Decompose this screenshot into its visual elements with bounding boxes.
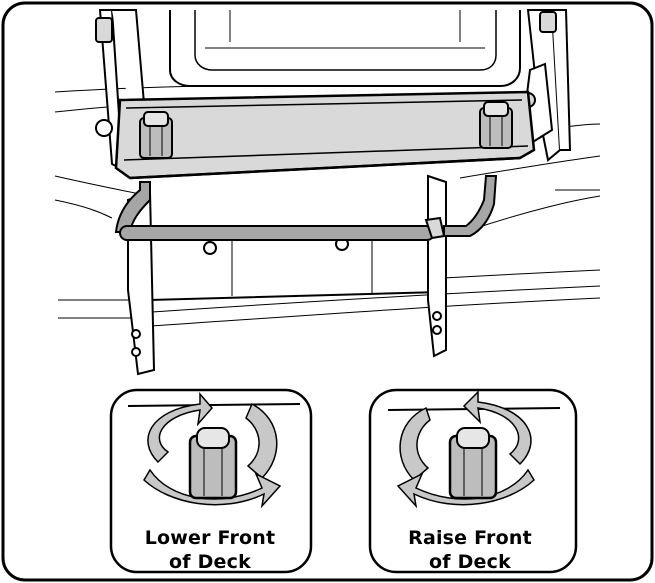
inset-raise bbox=[368, 388, 578, 574]
caption-raise-line1: Raise Front bbox=[408, 527, 532, 549]
deck-bracket bbox=[114, 90, 536, 180]
seat-housing bbox=[169, 10, 521, 87]
inset-lower bbox=[109, 388, 313, 574]
right-post bbox=[427, 174, 447, 358]
caption-raise-front-of-deck: Raise Front of Deck bbox=[372, 526, 568, 574]
bracket-nut-right bbox=[479, 101, 513, 149]
caption-lower-line1: Lower Front bbox=[144, 527, 276, 549]
bracket-nut-left bbox=[139, 111, 173, 159]
caption-lower-front-of-deck: Lower Front of Deck bbox=[112, 526, 308, 574]
caption-raise-line2: of Deck bbox=[429, 551, 511, 573]
caption-lower-line2: of Deck bbox=[169, 551, 251, 573]
deck-rod bbox=[114, 175, 498, 241]
